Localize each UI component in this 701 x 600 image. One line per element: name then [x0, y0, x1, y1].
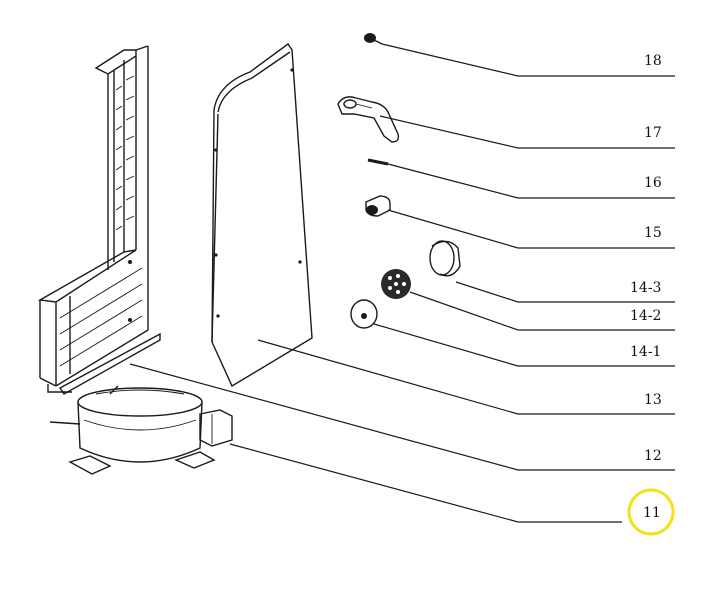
back-panel-part: [211, 43, 313, 388]
condenser-frame-part: [37, 45, 161, 395]
grommet-part: [381, 269, 411, 299]
callout-label-14-3: 14-3: [630, 280, 661, 296]
callout-label-12: 12: [644, 448, 662, 464]
compressor-part: [49, 385, 233, 475]
leader-14-1: [373, 323, 675, 367]
leader-15: [387, 209, 675, 249]
highlight-circle: [627, 488, 675, 536]
screw-part: [364, 33, 383, 45]
bracket-clamp-part: [337, 96, 400, 143]
callout-label-14-1: 14-1: [630, 344, 661, 360]
leader-11: [229, 443, 622, 523]
leader-16: [387, 163, 675, 199]
pin-part: [367, 158, 389, 166]
callout-label-16: 16: [644, 175, 662, 191]
callout-labels: 18 17 16 15 14-3 14-2 14-1 13 12 11: [630, 53, 662, 521]
callout-label-15: 15: [644, 225, 662, 241]
washer-part: [350, 299, 378, 329]
callout-label-17: 17: [644, 125, 662, 141]
leader-12: [129, 363, 675, 471]
leader-13: [257, 339, 675, 415]
leader-14-3: [455, 281, 675, 303]
leader-lines: [129, 43, 675, 523]
cap-part: [429, 240, 461, 277]
leader-14-2: [409, 291, 675, 331]
callout-label-11: 11: [643, 505, 661, 521]
callout-label-18: 18: [644, 53, 662, 69]
callout-label-14-2: 14-2: [630, 308, 661, 324]
bushing-part: [365, 195, 391, 217]
callout-label-13: 13: [644, 392, 662, 408]
leader-17: [379, 115, 675, 149]
leader-18: [381, 43, 675, 77]
